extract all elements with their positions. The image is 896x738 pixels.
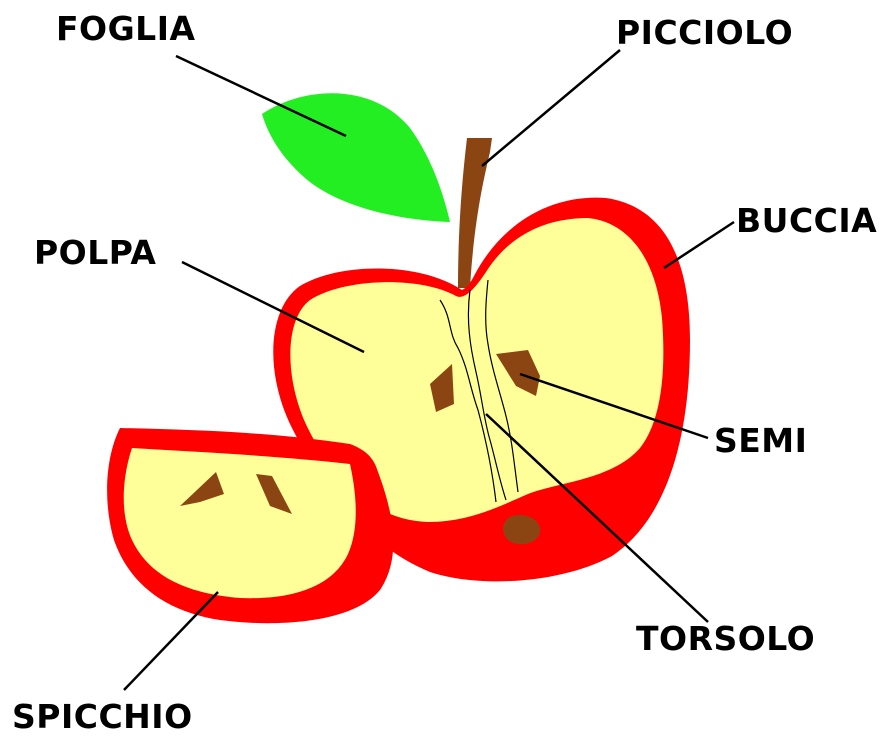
leader-spicchio — [124, 592, 218, 690]
label-picciolo: PICCIOLO — [616, 16, 793, 49]
label-polpa: POLPA — [34, 236, 156, 269]
label-spicchio: SPICCHIO — [12, 700, 193, 733]
label-torsolo: TORSOLO — [636, 622, 815, 655]
leaf — [262, 93, 450, 222]
leader-picciolo — [482, 50, 620, 166]
label-foglia: FOGLIA — [56, 12, 196, 45]
label-semi: SEMI — [714, 424, 807, 457]
label-buccia: BUCCIA — [736, 204, 877, 237]
leader-buccia — [664, 222, 734, 268]
